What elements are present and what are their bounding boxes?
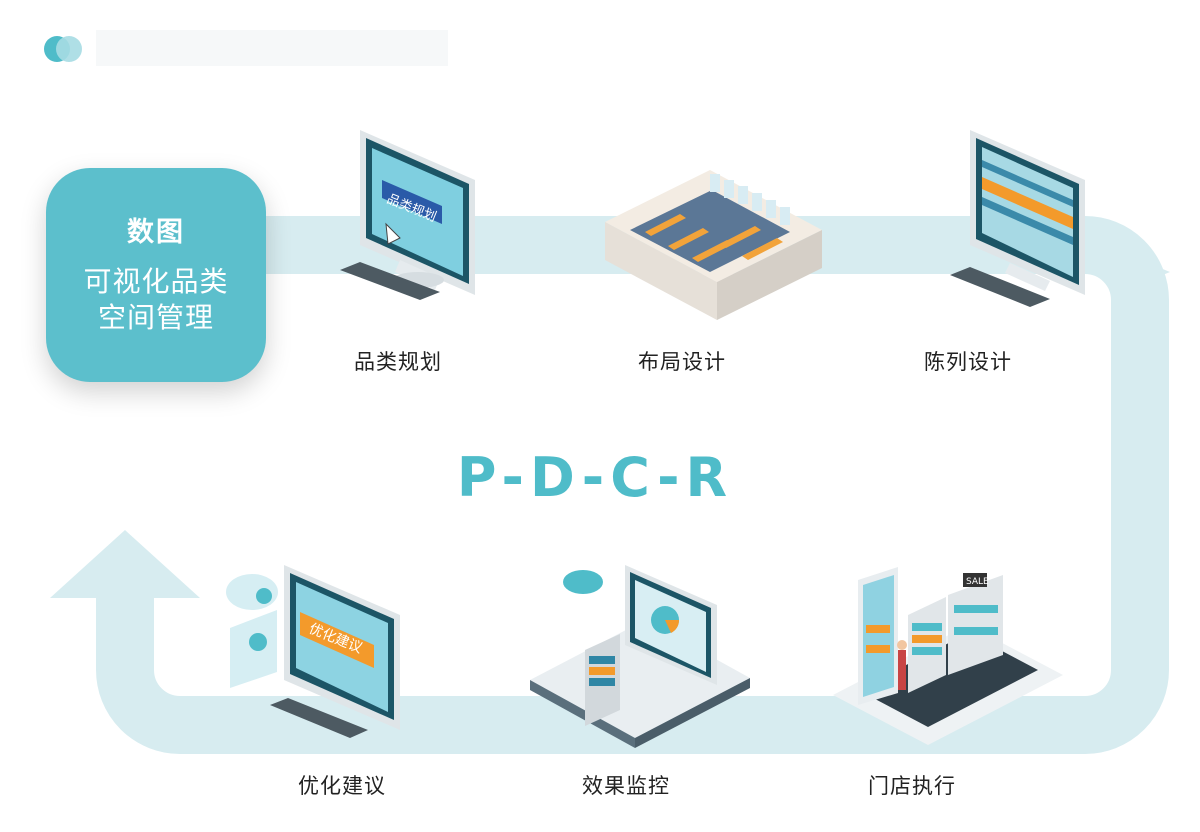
brand-badge: 数图 可视化品类 空间管理 bbox=[46, 168, 266, 382]
badge-subtitle-line1: 可视化品类 bbox=[83, 265, 229, 298]
cycle-title: P-D-C-R bbox=[456, 446, 734, 509]
step-label-monitoring: 效果监控 bbox=[582, 774, 670, 798]
cloud-gear-computer-icon: 优化建议 bbox=[226, 565, 400, 738]
store-layout-icon bbox=[605, 170, 822, 320]
step-label-category-planning: 品类规划 bbox=[354, 350, 442, 374]
monitor-store-icon bbox=[530, 565, 750, 748]
badge-subtitle-line2: 空间管理 bbox=[97, 301, 214, 334]
step-label-layout-design: 布局设计 bbox=[638, 350, 726, 374]
svg-text:SALE: SALE bbox=[966, 577, 989, 587]
phone-store-icon: SALE bbox=[833, 567, 1063, 745]
loop-arrowhead-right bbox=[1116, 250, 1170, 294]
step-label-display-design: 陈列设计 bbox=[924, 350, 1012, 374]
header-bar bbox=[96, 30, 448, 66]
loop-arrowhead-up bbox=[50, 530, 200, 598]
brand-name: 数图 bbox=[127, 217, 185, 248]
computer-icon: 品类规划 bbox=[340, 130, 475, 300]
shelf-computer-icon bbox=[950, 130, 1085, 307]
step-label-optimization: 优化建议 bbox=[298, 774, 386, 798]
step-label-store-execution: 门店执行 bbox=[868, 774, 956, 798]
logo-dots bbox=[44, 36, 84, 62]
